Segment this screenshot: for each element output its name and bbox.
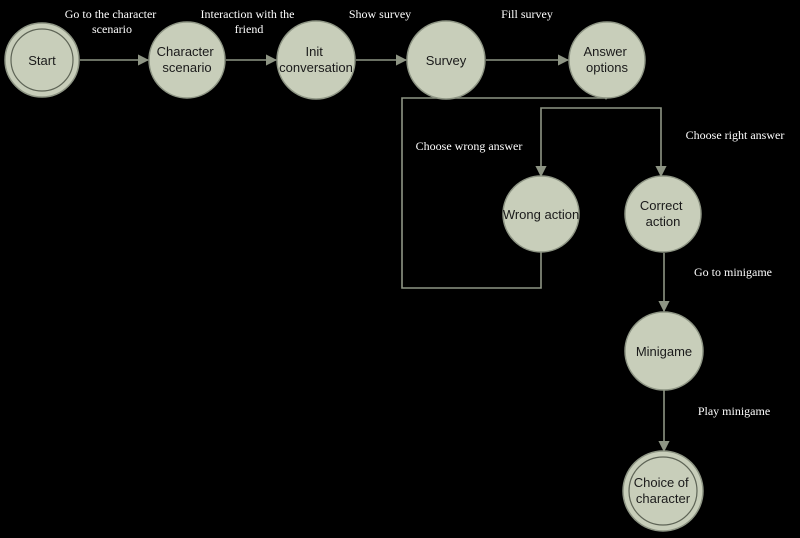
node-choice-of-character-outer-circle — [622, 450, 704, 532]
node-correct-action: Correct action — [624, 175, 702, 253]
node-minigame-label: Minigame — [636, 344, 692, 359]
node-init-conversation: Init conversation — [276, 20, 356, 100]
node-start: Start — [4, 22, 80, 98]
node-survey-circle — [406, 20, 486, 100]
edge-label-choose-right-answer: Choose right answer — [686, 128, 785, 142]
node-choice-of-character-inner-ring — [628, 456, 698, 526]
node-start-inner-ring — [10, 28, 74, 92]
node-wrong-action: Wrong action — [502, 175, 580, 253]
edge-wrong-action-loop-back — [401, 88, 612, 289]
node-correct-action-label: Correct action — [640, 198, 686, 229]
edge-answer-options-to-correct-action — [606, 107, 667, 178]
node-init-conversation-circle — [276, 20, 356, 100]
node-survey: Survey — [406, 20, 486, 100]
node-start-label: Start — [28, 53, 56, 68]
node-start-outer-circle — [4, 22, 80, 98]
node-wrong-action-label: Wrong action — [503, 207, 579, 222]
edge-label-go-to-character-scenario: Go to the character scenario — [65, 7, 160, 36]
edges — [80, 54, 670, 453]
node-correct-action-circle — [624, 175, 702, 253]
edge-label-go-to-minigame: Go to minigame — [694, 265, 772, 279]
node-character-scenario-circle — [148, 21, 226, 99]
node-wrong-action-circle — [502, 175, 580, 253]
node-answer-options-label: Answer options — [584, 44, 631, 75]
node-character-scenario: Character scenario — [148, 21, 226, 99]
node-minigame-circle — [624, 311, 704, 391]
edge-label-play-minigame: Play minigame — [698, 404, 770, 418]
node-answer-options-circle — [568, 21, 646, 99]
node-init-conversation-label: Init conversation — [279, 44, 353, 75]
edge-answer-options-to-wrong-action — [535, 107, 606, 178]
node-character-scenario-label: Character scenario — [157, 44, 218, 75]
edge-label-choose-wrong-answer: Choose wrong answer — [416, 139, 523, 153]
edge-label-show-survey: Show survey — [349, 7, 411, 21]
edge-labels: Go to the character scenario Interaction… — [65, 7, 785, 418]
node-choice-of-character: Choice of character — [622, 450, 704, 532]
node-choice-of-character-label: Choice of character — [634, 475, 693, 506]
edge-label-interaction-with-friend: Interaction with the friend — [201, 7, 298, 36]
edge-label-fill-survey: Fill survey — [501, 7, 553, 21]
node-answer-options: Answer options — [568, 21, 646, 99]
node-minigame: Minigame — [624, 311, 704, 391]
node-survey-label: Survey — [426, 53, 467, 68]
